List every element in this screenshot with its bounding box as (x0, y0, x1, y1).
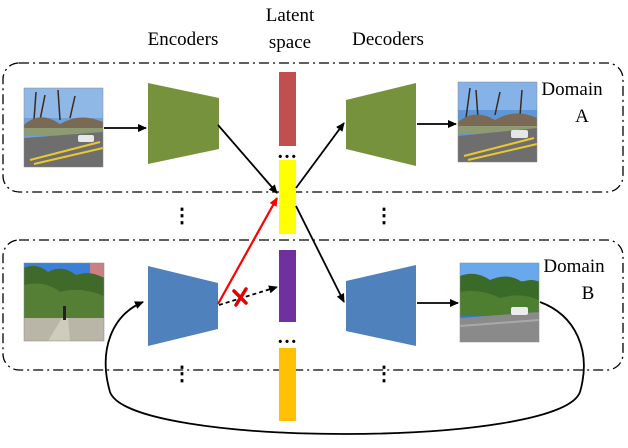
domain-b-label-line1: Domain (543, 256, 605, 277)
domain-a-box (2, 62, 624, 193)
latent-dots-2: … (277, 326, 297, 348)
latent-bar-purple (279, 250, 296, 322)
latent-header-line2: space (269, 32, 311, 53)
latent-bar-orange (279, 348, 296, 421)
arrow-encoder-b-to-shared-latent (217, 197, 278, 305)
latent-dots-1: … (277, 141, 297, 163)
decoder-a (346, 83, 416, 166)
domain-b-output-photo (459, 262, 540, 343)
domain-a-label-line2: A (575, 106, 589, 127)
vertical-dots-bottom-left: ⋮ (172, 363, 192, 385)
domain-b-label-line2: B (582, 283, 595, 304)
blocked-cross-icon (232, 287, 248, 307)
encoder-b (148, 266, 218, 346)
vertical-dots-left: ⋮ (172, 205, 192, 227)
decoder-b (346, 265, 416, 346)
latent-bar-red (279, 72, 296, 146)
domain-a-output-photo (457, 81, 538, 163)
domain-a-input-photo (23, 87, 104, 168)
vertical-dots-right: ⋮ (374, 205, 394, 227)
arrow-latent-to-decoder-a (295, 122, 345, 189)
decoders-header: Decoders (352, 29, 424, 50)
latent-bar-yellow (279, 160, 296, 234)
arrow-latent-to-decoder-b (295, 205, 345, 303)
encoders-header: Encoders (148, 29, 219, 50)
cycle-loop-arrow (104, 301, 585, 435)
vertical-dots-bottom-right: ⋮ (374, 363, 394, 385)
arrow-encoder-b-to-private-latent (218, 285, 278, 306)
arrow-encoder-a-to-latent (217, 124, 278, 194)
domain-a-label-line1: Domain (541, 79, 603, 100)
encoder-a (148, 83, 219, 164)
latent-header-line1: Latent (266, 5, 315, 26)
domain-b-input-photo (23, 262, 105, 342)
